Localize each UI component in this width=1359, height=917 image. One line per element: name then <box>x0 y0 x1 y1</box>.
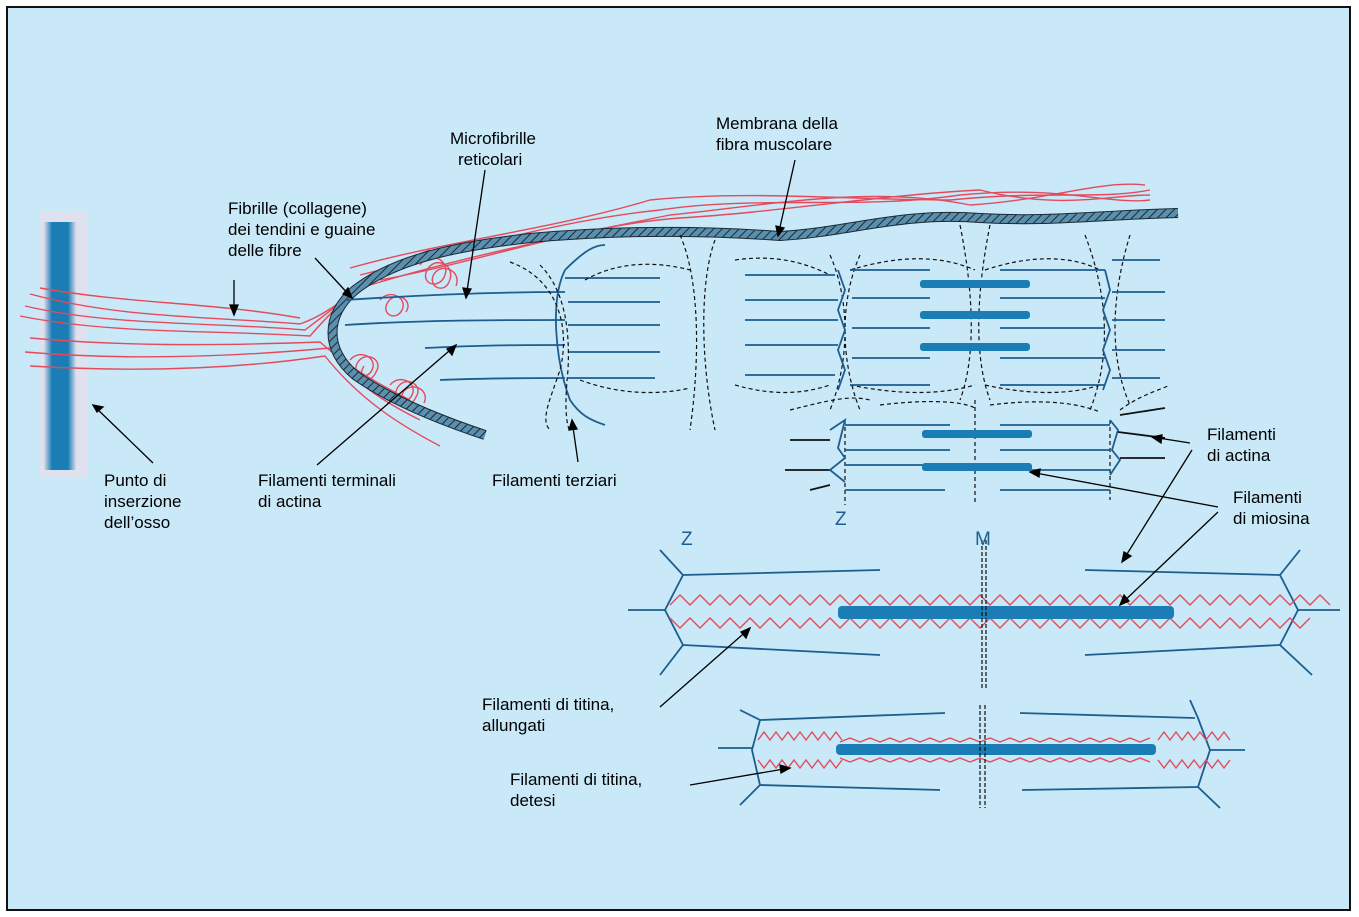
m-line-label: M <box>975 529 991 550</box>
tertiary-filaments-label: Filamenti terziari <box>492 471 617 490</box>
z-line-label-upper: Z <box>835 509 847 530</box>
bone-insertion <box>40 212 88 478</box>
z-line-label-lower: Z <box>681 529 693 550</box>
